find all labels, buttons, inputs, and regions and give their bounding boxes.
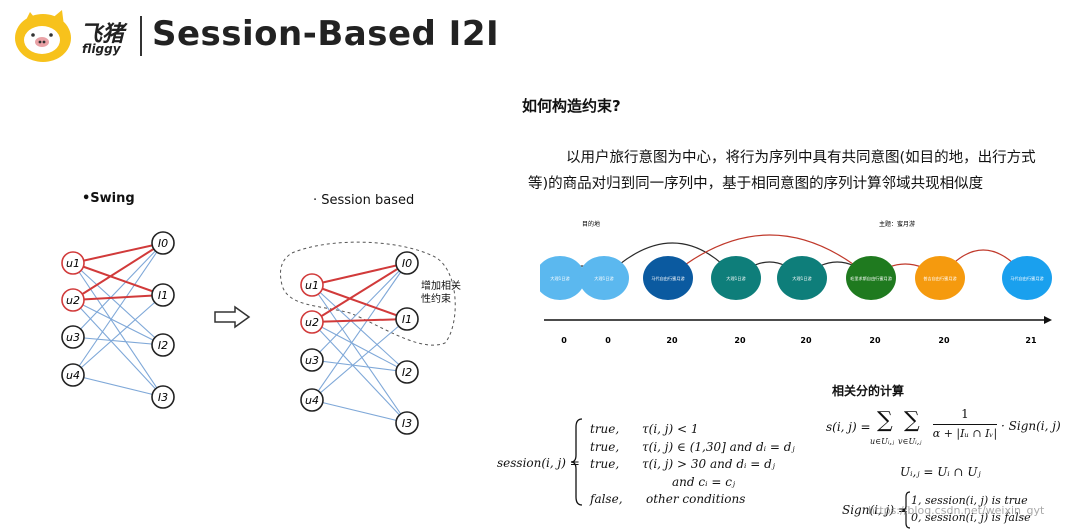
timeline-tick-8: 21 — [1025, 336, 1037, 345]
user-intersection-formula: Uᵢ,ⱼ = Uᵢ ∩ Uⱼ — [900, 465, 981, 479]
similarity-formula-lhs: s(i, j) = — [826, 420, 871, 434]
swing-user-u1: u1 — [66, 257, 80, 270]
timeline-node-7 — [915, 256, 965, 300]
timeline-label-honeymoon: 主题：蜜月游 — [879, 220, 915, 228]
timeline-node-label-3: 马代自由行蜜月游 — [651, 275, 685, 282]
fraction-numerator: 1 — [961, 407, 969, 421]
timeline-node-2 — [579, 256, 629, 300]
timeline-node-label-4: 大理1日游 — [726, 275, 746, 282]
case-1-value: true, — [590, 422, 620, 436]
timeline-node-4 — [711, 256, 761, 300]
header-divider — [140, 16, 142, 56]
timeline-ticks: 0 0 20 20 20 20 20 21 — [561, 336, 1037, 345]
case-5-value: false, — [590, 492, 623, 506]
watermark-url: https://blog.csdn.net/weixin_gyt — [868, 504, 1045, 517]
timeline-tick-5: 20 — [800, 336, 812, 345]
sum-u-subscript: u∈Uᵢ,ⱼ — [870, 437, 895, 446]
similarity-formula-sign-term: · Sign(i, j) — [1001, 419, 1061, 433]
timeline-tick-4: 20 — [734, 336, 746, 345]
timeline-tick-7: 20 — [938, 336, 950, 345]
timeline-node-label-6: 毛里求斯自由行蜜月游 — [850, 275, 893, 282]
sum-v-symbol: ∑ — [904, 408, 920, 433]
constraint-annotation-line2: 性约束 — [421, 294, 451, 305]
case-3-condition: τ(i, j) > 30 and dᵢ = dⱼ — [642, 457, 775, 471]
fraction-bar — [933, 424, 997, 425]
timeline-node-label-5: 大理1日游 — [792, 275, 812, 282]
session-timeline: 目的地 主题：蜜月游 大理1日游 大理1日游 马代自由行蜜月游 大理1日游 大理1日游 毛… — [540, 220, 1052, 345]
sign-case-false: 0, session(i, j) is false — [911, 511, 1031, 524]
session-user-u1: u1 — [305, 279, 319, 292]
timeline-nodes: 大理1日游 大理1日游 马代自由行蜜月游 大理1日游 大理1日游 毛里求斯自由行蜜月游 普吉… — [540, 256, 1052, 300]
description-paragraph: 以用户旅行意图为中心，将行为序列中具有共同意图(如目的地，出行方式等)的商品对归… — [528, 150, 1036, 192]
fraction-denominator: α + |Iᵤ ∩ Iᵥ| — [932, 427, 998, 440]
case-4-condition: and cᵢ = cⱼ — [672, 474, 736, 489]
timeline-node-label-2: 大理1日游 — [594, 275, 614, 282]
score-title: 相关分的计算 — [832, 384, 905, 398]
question-heading: 如何构造约束? — [522, 97, 621, 115]
sum-v-subscript: v∈Uᵢ,ⱼ — [898, 437, 922, 446]
right-arrow-icon — [214, 305, 251, 329]
timeline-tick-6: 20 — [869, 336, 881, 345]
session-item-i1: I1 — [402, 313, 412, 326]
case-3-value: true, — [590, 457, 620, 471]
timeline-node-label-7: 普吉自由行蜜月游 — [923, 275, 957, 282]
page-title: Session-Based I2I — [152, 14, 500, 54]
sign-formula-lhs: Sign(i, j) = — [842, 503, 908, 517]
timeline-arrowhead-icon — [1044, 316, 1052, 324]
case-1-condition: τ(i, j) < 1 — [642, 422, 699, 436]
session-formula-brace-icon — [570, 418, 583, 506]
timeline-label-destination: 目的地 — [582, 220, 600, 228]
swing-item-i3: I3 — [158, 391, 168, 404]
brand-name-en: fliggy — [82, 42, 121, 56]
sign-formula-brace-icon — [901, 491, 911, 529]
timeline-node-3 — [643, 256, 693, 300]
fliggy-pig-logo-icon — [15, 10, 71, 62]
timeline-node-label-1: 大理1日游 — [550, 275, 570, 282]
swing-graph: u1 u2 u3 u4 I0 I1 I2 I3 — [61, 231, 175, 409]
brand-name-cn: 飞猪 — [80, 22, 125, 47]
sum-u-symbol: ∑ — [877, 408, 893, 433]
timeline-tick-3: 20 — [666, 336, 678, 345]
sign-case-true: 1, session(i, j) is true — [911, 494, 1028, 507]
session-formula-lhs: session(i, j) = — [497, 456, 580, 470]
session-graph: u1 u2 u3 u4 I0 I1 I2 I3 — [279, 241, 456, 435]
swing-user-u3: u3 — [66, 331, 80, 344]
timeline-node-8 — [1002, 256, 1052, 300]
session-item-i0: I0 — [402, 257, 412, 270]
case-5-condition: other conditions — [646, 492, 746, 506]
swing-item-i0: I0 — [158, 237, 168, 250]
timeline-tick-2: 0 — [605, 336, 611, 345]
swing-user-u4: u4 — [66, 369, 80, 382]
session-item-i3: I3 — [402, 417, 412, 430]
timeline-node-5 — [777, 256, 827, 300]
session-user-u3: u3 — [305, 354, 319, 367]
case-2-condition: τ(i, j) ∈ (1,30] and dᵢ = dⱼ — [642, 439, 795, 454]
constraint-annotation-line1: 增加相关 — [421, 281, 461, 292]
timeline-node-1 — [540, 256, 585, 300]
timeline-tick-1: 0 — [561, 336, 567, 345]
swing-label: •Swing — [82, 191, 135, 206]
swing-item-i2: I2 — [158, 339, 168, 352]
session-user-u4: u4 — [305, 394, 319, 407]
session-based-label: · Session based — [313, 193, 415, 208]
swing-user-u2: u2 — [66, 294, 80, 307]
session-user-u2: u2 — [305, 316, 319, 329]
timeline-node-label-8: 马代自由行蜜月游 — [1010, 275, 1044, 282]
timeline-node-6 — [846, 256, 896, 300]
case-2-value: true, — [590, 439, 620, 454]
session-item-i2: I2 — [402, 366, 412, 379]
swing-item-i1: I1 — [158, 289, 168, 302]
